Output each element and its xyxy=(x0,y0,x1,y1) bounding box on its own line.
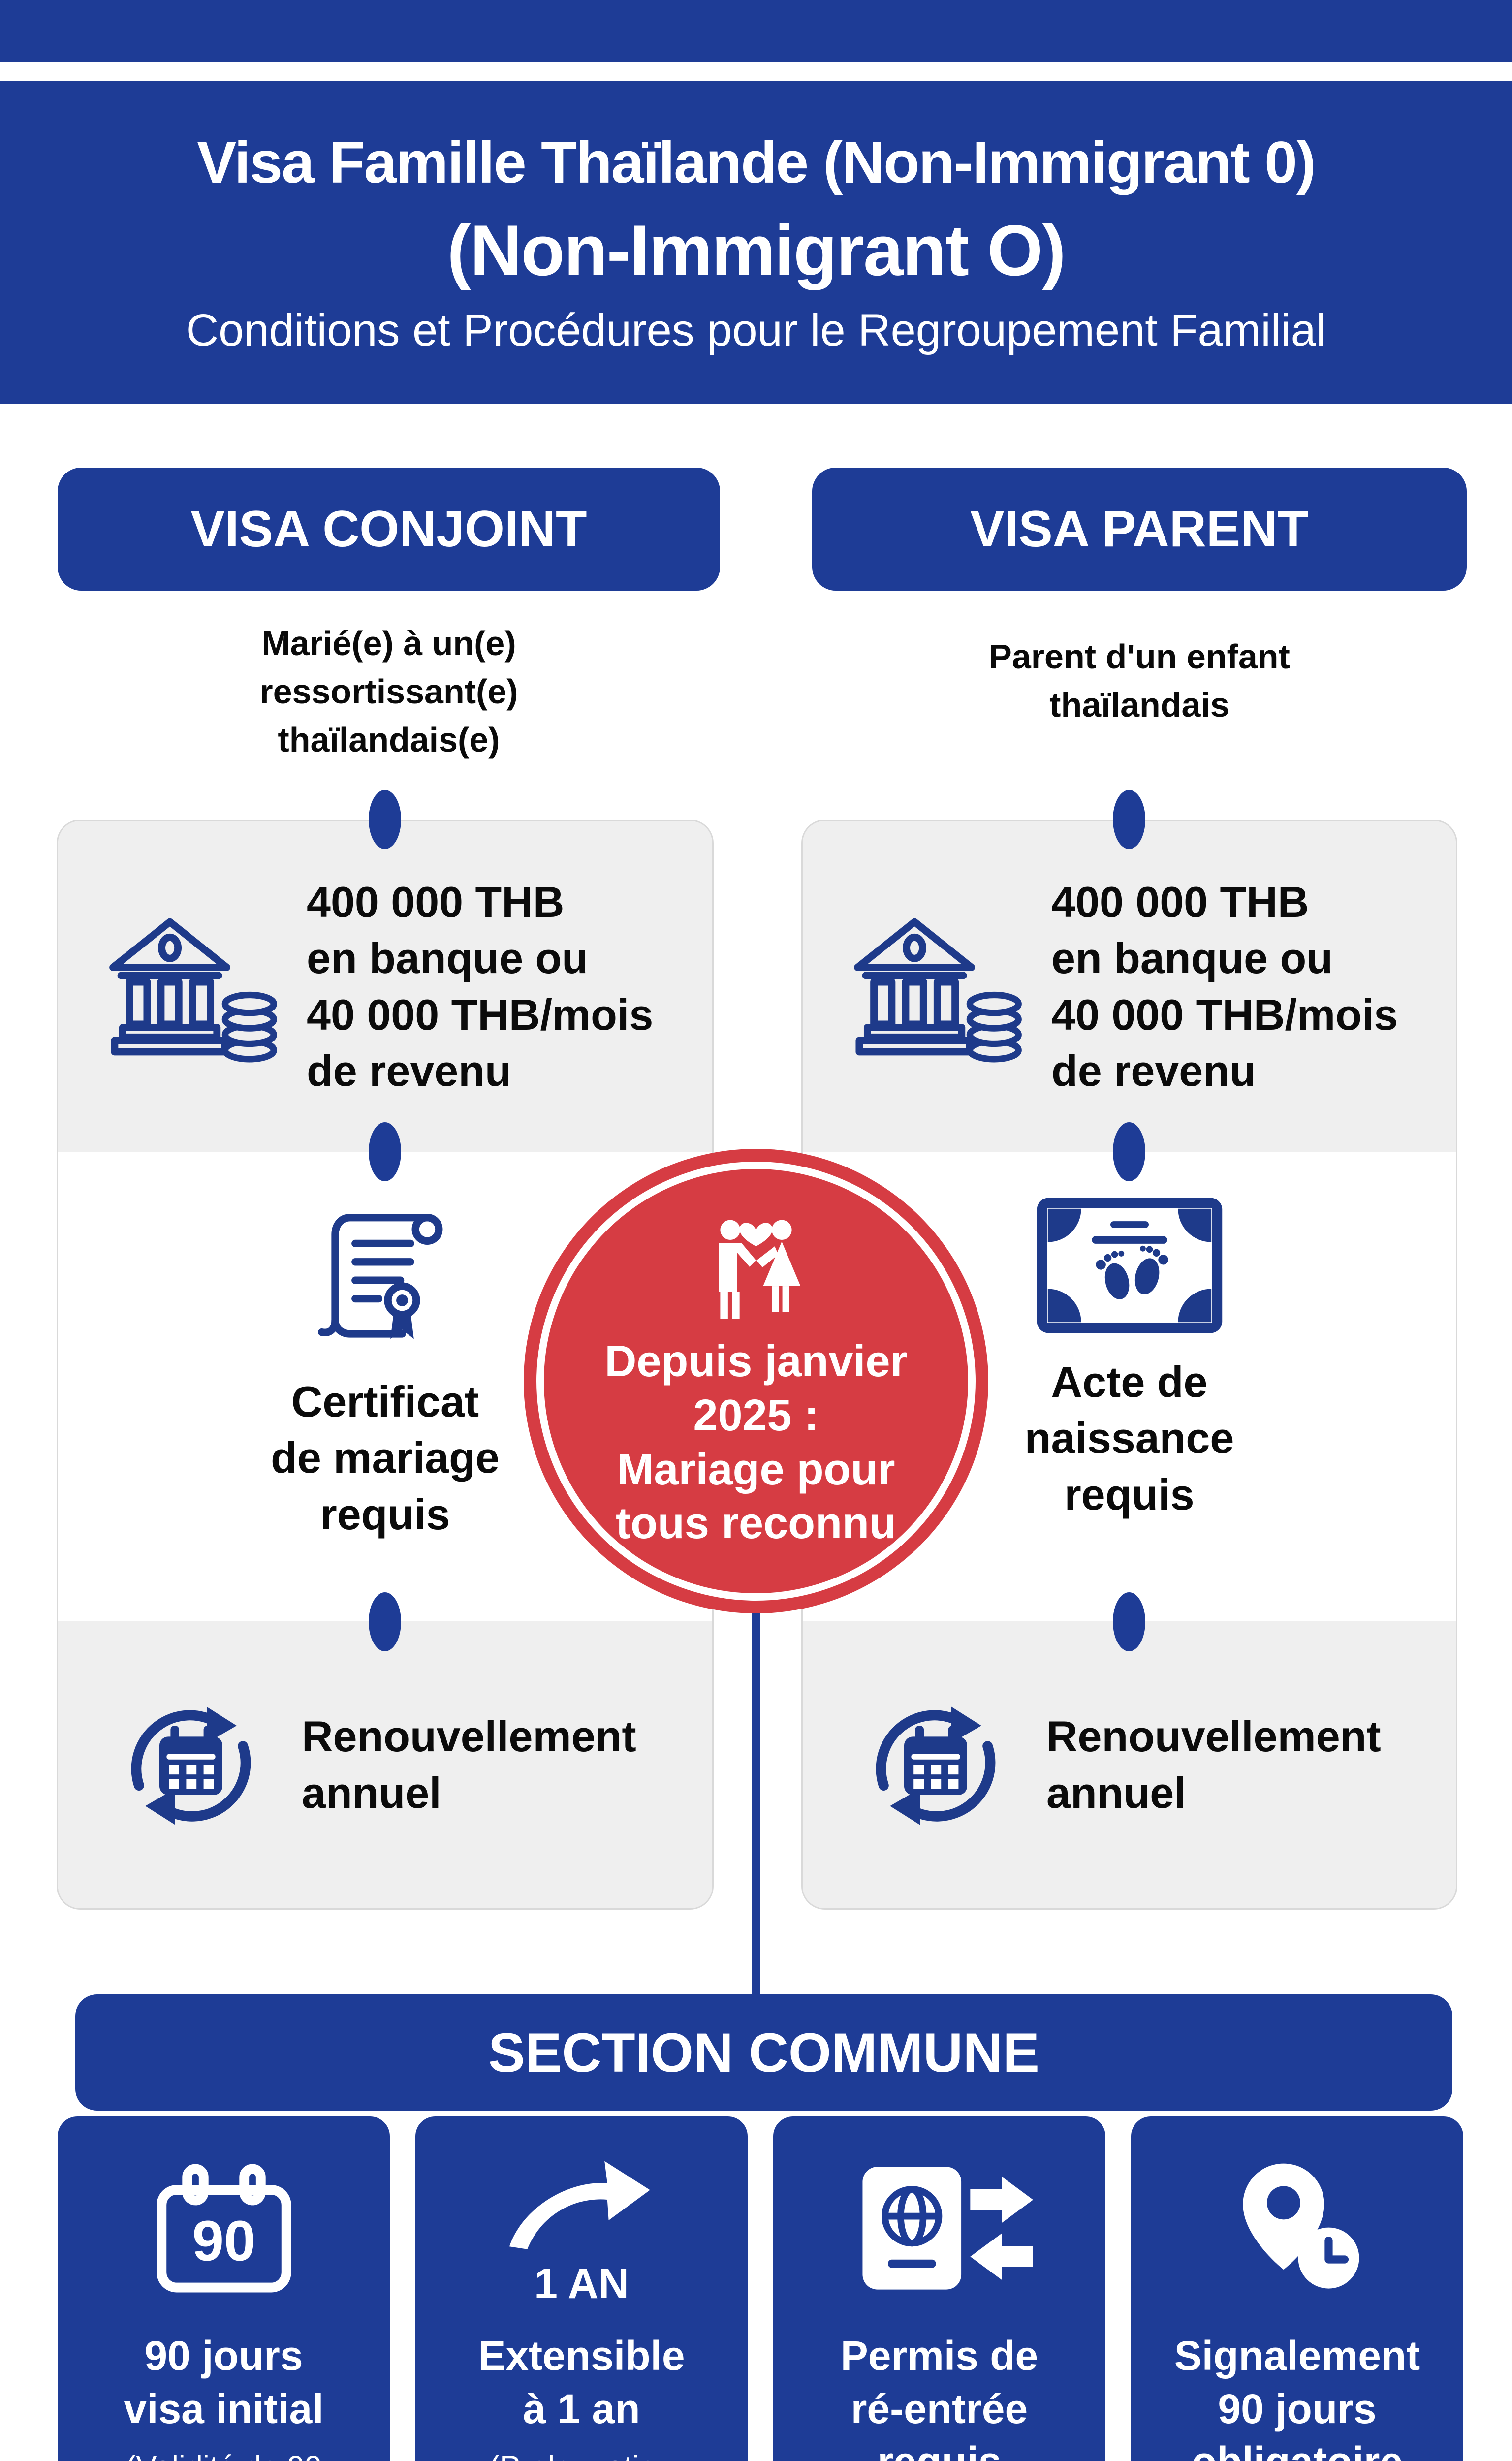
card-title: 90 jours visa initial xyxy=(124,2333,324,2432)
header: Visa Famille Thaïlande (Non-Immigrant 0)… xyxy=(0,81,1512,404)
card-icon-area xyxy=(846,2148,1033,2311)
renewal-calendar-icon xyxy=(876,1706,996,1825)
top-accent-bar xyxy=(0,0,1512,62)
parent-finance-text: 400 000 THB en banque ou 40 000 THB/mois… xyxy=(1051,877,1398,1095)
conjoint-renewal-row: Renouvellement annuel xyxy=(58,1621,712,1908)
card-icon-area: 90 xyxy=(143,2148,305,2311)
visa-parent-intro: Parent d'un enfant thaïlandais xyxy=(989,637,1290,724)
ninety-day-report-icon xyxy=(1242,2163,1359,2289)
page-title-line1: Visa Famille Thaïlande (Non-Immigrant 0) xyxy=(197,129,1316,195)
marriage-recognition-badge: Depuis janvier 2025 : Mariage pour tous … xyxy=(524,1149,988,1613)
connector-dot xyxy=(369,1122,401,1181)
marriage-certificate-icon xyxy=(317,1214,442,1339)
card-90day-report: Signalement 90 jours obligatoire (Rappor… xyxy=(1131,2116,1463,2461)
connector-dot xyxy=(369,790,401,849)
conjoint-renewal-text: Renouvellement annuel xyxy=(302,1712,636,1817)
extend-arrow-icon xyxy=(509,2161,650,2249)
card-title: Extensible à 1 an xyxy=(478,2333,685,2432)
card-icon-area: 1 AN xyxy=(493,2148,670,2311)
connector-dot xyxy=(1113,790,1145,849)
card-initial-visa: 90 90 jours visa initial (Validité de 90… xyxy=(58,2116,390,2461)
reentry-permit-icon xyxy=(862,2167,1033,2290)
marriage-recognition-text: Depuis janvier 2025 : Mariage pour tous … xyxy=(604,1337,908,1548)
bank-coins-icon xyxy=(854,918,1022,1062)
conjoint-document-text: Certificat de mariage requis xyxy=(271,1377,500,1539)
birth-certificate-icon xyxy=(1037,1198,1222,1333)
visa-conjoint-pill: VISA CONJOINT xyxy=(58,468,720,591)
common-section-header: SECTION COMMUNE xyxy=(75,1994,1452,2111)
page-title-line2: (Non-Immigrant O) xyxy=(447,210,1066,290)
calendar-90-label: 90 xyxy=(192,2209,255,2273)
card-title: Signalement 90 jours obligatoire xyxy=(1174,2333,1420,2461)
couple-heart-icon xyxy=(719,1220,801,1319)
visa-parent-card: 400 000 THB en banque ou 40 000 THB/mois… xyxy=(801,820,1457,1910)
connector-dot xyxy=(1113,1592,1145,1651)
visa-conjoint-intro: Marié(e) à un(e) ressortissant(e) thaïla… xyxy=(259,624,518,759)
visa-parent-pill: VISA PARENT xyxy=(812,468,1467,591)
card-icon-area xyxy=(1214,2148,1381,2311)
renewal-calendar-icon xyxy=(131,1706,251,1825)
connector-dot xyxy=(369,1592,401,1651)
parent-document-text: Acte de naissance requis xyxy=(1024,1357,1234,1519)
page-subtitle: Conditions et Procédures pour le Regroup… xyxy=(186,305,1326,355)
parent-renewal-text: Renouvellement annuel xyxy=(1046,1712,1381,1817)
calendar-90-icon: 90 xyxy=(156,2164,291,2293)
card-subtitle: (Validité de 90 jours au départ) xyxy=(115,2447,332,2461)
card-extension: 1 AN Extensible à 1 an (Prolongation pos… xyxy=(415,2116,748,2461)
extend-arrow-label: 1 AN xyxy=(534,2260,629,2307)
center-connector-line xyxy=(752,1609,760,1998)
conjoint-finance-text: 400 000 THB en banque ou 40 000 THB/mois… xyxy=(307,877,654,1095)
connector-dot xyxy=(1113,1122,1145,1181)
conjoint-finance-row: 400 000 THB en banque ou 40 000 THB/mois… xyxy=(58,821,712,1152)
parent-finance-row: 400 000 THB en banque ou 40 000 THB/mois… xyxy=(803,821,1456,1152)
common-cards-grid: 90 90 jours visa initial (Validité de 90… xyxy=(58,2116,1463,2461)
card-reentry-permit: Permis de ré-entrée requis (Pour sortir … xyxy=(773,2116,1105,2461)
parent-renewal-row: Renouvellement annuel xyxy=(803,1621,1456,1908)
card-subtitle: (Prolongation possible à l'immigration) xyxy=(489,2447,674,2461)
card-title: Permis de ré-entrée requis xyxy=(840,2333,1039,2461)
bank-coins-icon xyxy=(109,918,277,1062)
